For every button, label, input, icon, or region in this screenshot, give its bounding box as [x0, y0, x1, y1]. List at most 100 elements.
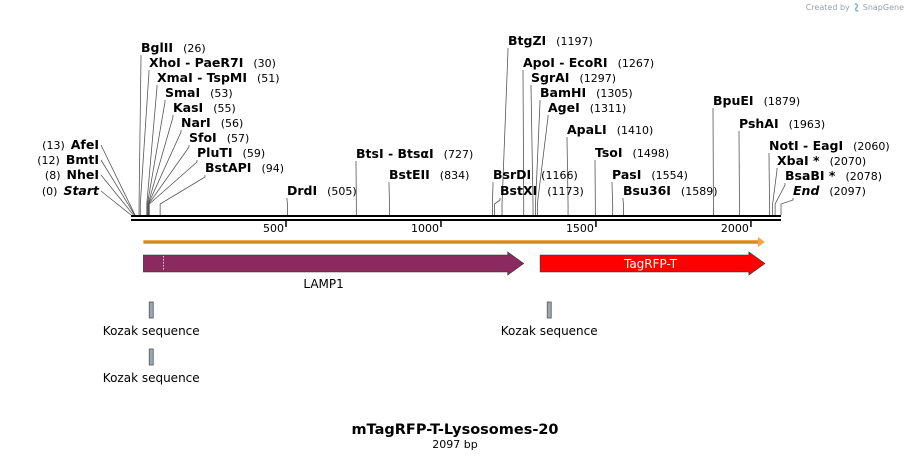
site-position: (94): [261, 162, 284, 175]
site-connector: [138, 55, 142, 215]
site-name: End: [793, 183, 820, 198]
site-position: (1305): [596, 87, 633, 100]
site-name: SgrAI: [531, 70, 569, 85]
site-name: BpuEI: [713, 93, 754, 108]
site-connector: [494, 198, 501, 215]
site-nhei[interactable]: NheI(8): [45, 167, 99, 182]
dna-backbone: [131, 215, 781, 221]
site-name: Start: [63, 183, 100, 198]
site-connector: [780, 198, 794, 215]
site-sfoi[interactable]: SfoI(57): [189, 130, 249, 145]
site-bmti[interactable]: BmtI (12): [37, 152, 99, 167]
site-position: (26): [183, 42, 206, 55]
site-kasi[interactable]: KasI(55): [173, 100, 236, 115]
site-connector: [535, 100, 541, 215]
site-end[interactable]: End(2097): [793, 183, 866, 198]
site-name: BglII: [141, 40, 173, 55]
site-tsoi[interactable]: TsoI(1498): [595, 145, 669, 160]
site-connector: [768, 153, 770, 215]
site-btgzi[interactable]: BtgZI(1197): [508, 33, 593, 48]
site-connector: [148, 145, 190, 215]
site-smai[interactable]: SmaI (53): [165, 85, 233, 100]
site-name: ApoI - EcoRI: [523, 55, 608, 70]
site-drdi[interactable]: DrdI (505): [287, 183, 357, 198]
site-name: KasI: [173, 100, 203, 115]
site-nari[interactable]: NarI(56): [181, 115, 243, 130]
site-position: (53): [210, 87, 233, 100]
kozak-sequence-mark: [148, 348, 154, 366]
site-position: (2078): [845, 170, 882, 183]
ruler-tick-label: 500: [263, 222, 284, 235]
site-connector: [501, 48, 509, 215]
site-bsteii[interactable]: BstEII(834): [389, 167, 469, 182]
ruler-tick-label: 1500: [566, 222, 594, 235]
site-bsabi[interactable]: BsaBI *(2078): [785, 168, 882, 183]
site-bglii[interactable]: BglII (26): [141, 40, 206, 55]
feature-tagrfp-t: [539, 251, 766, 276]
site-connector: [536, 115, 549, 215]
site-connector: [146, 85, 158, 215]
site-afei[interactable]: AfeI(13): [42, 137, 99, 152]
site-name: SfoI: [189, 130, 217, 145]
ruler-tick-label: 2000: [721, 222, 749, 235]
site-connector: [530, 85, 534, 215]
site-name: BmtI: [66, 152, 99, 167]
site-name: AfeI: [71, 137, 99, 152]
site-name: PshAI: [739, 116, 779, 131]
site-connector: [148, 160, 198, 215]
site-name: DrdI: [287, 183, 317, 198]
site-apali[interactable]: ApaLI(1410): [567, 122, 653, 137]
site-bpuei[interactable]: BpuEI (1879): [713, 93, 800, 108]
feature-label: TagRFP-T: [623, 257, 678, 271]
site-name: BamHI: [540, 85, 586, 100]
site-pluti[interactable]: PluTI(59): [197, 145, 265, 160]
site-position: (51): [257, 72, 280, 85]
site-bsu36i[interactable]: Bsu36I (1589): [623, 183, 718, 198]
site-noti-eagi[interactable]: NotI - EagI(2060): [769, 138, 890, 153]
credit-brand: SnapGene: [862, 3, 904, 12]
site-position: (727): [444, 148, 474, 161]
site-position: (1410): [617, 124, 654, 137]
site-start[interactable]: Start (0): [42, 183, 100, 198]
site-pshai[interactable]: PshAI(1963): [739, 116, 825, 131]
site-bstapi[interactable]: BstAPI (94): [205, 160, 284, 175]
site-labels: Start (0) NheI(8)BmtI (12) AfeI(13) BglII (26)…: [37, 33, 890, 198]
site-btsi-bts-i[interactable]: BtsI - BtsαI (727): [356, 146, 473, 161]
snapgene-logo-icon: [854, 3, 859, 12]
site-position: (505): [327, 185, 357, 198]
site-position: (1166): [541, 169, 578, 182]
site-connector: [139, 70, 150, 215]
site-position: (0): [42, 185, 58, 198]
site-bamhi[interactable]: BamHI (1305): [540, 85, 633, 100]
feature-label: LAMP1: [303, 277, 343, 291]
site-xhoi-paer7i[interactable]: XhoI - PaeR7I(30): [149, 55, 276, 70]
site-name: BstEII: [389, 167, 430, 182]
site-position: (1589): [681, 185, 718, 198]
site-name: XbaI *: [777, 153, 820, 168]
site-sgrai[interactable]: SgrAI(1297): [531, 70, 616, 85]
ruler-tick-label: 1000: [411, 222, 439, 235]
site-pasi[interactable]: PasI(1554): [612, 167, 688, 182]
site-name: BtsI - BtsαI: [356, 146, 434, 161]
site-name: SmaI: [165, 85, 200, 100]
site-name: BstAPI: [205, 160, 251, 175]
site-bstxi[interactable]: BstXI(1173): [500, 183, 584, 198]
site-position: (1879): [764, 95, 801, 108]
map-subtitle: 2097 bp: [432, 438, 477, 451]
site-bsrdi[interactable]: BsrDI(1166): [493, 167, 578, 182]
site-name: Bsu36I: [623, 183, 671, 198]
site-position: (30): [253, 57, 276, 70]
site-xbai[interactable]: XbaI *(2070): [777, 153, 866, 168]
site-connector: [772, 168, 778, 215]
site-name: NarI: [181, 115, 211, 130]
site-position: (1498): [633, 147, 670, 160]
site-agei[interactable]: AgeI(1311): [548, 100, 626, 115]
site-name: BstXI: [500, 183, 537, 198]
site-connector: [611, 182, 614, 215]
site-connector: [159, 175, 206, 215]
site-apoi-ecori[interactable]: ApoI - EcoRI(1267): [523, 55, 654, 70]
site-xmai-tspmi[interactable]: XmaI - TspMI(51): [157, 70, 280, 85]
site-position: (2060): [853, 140, 890, 153]
site-position: (12): [37, 154, 60, 167]
